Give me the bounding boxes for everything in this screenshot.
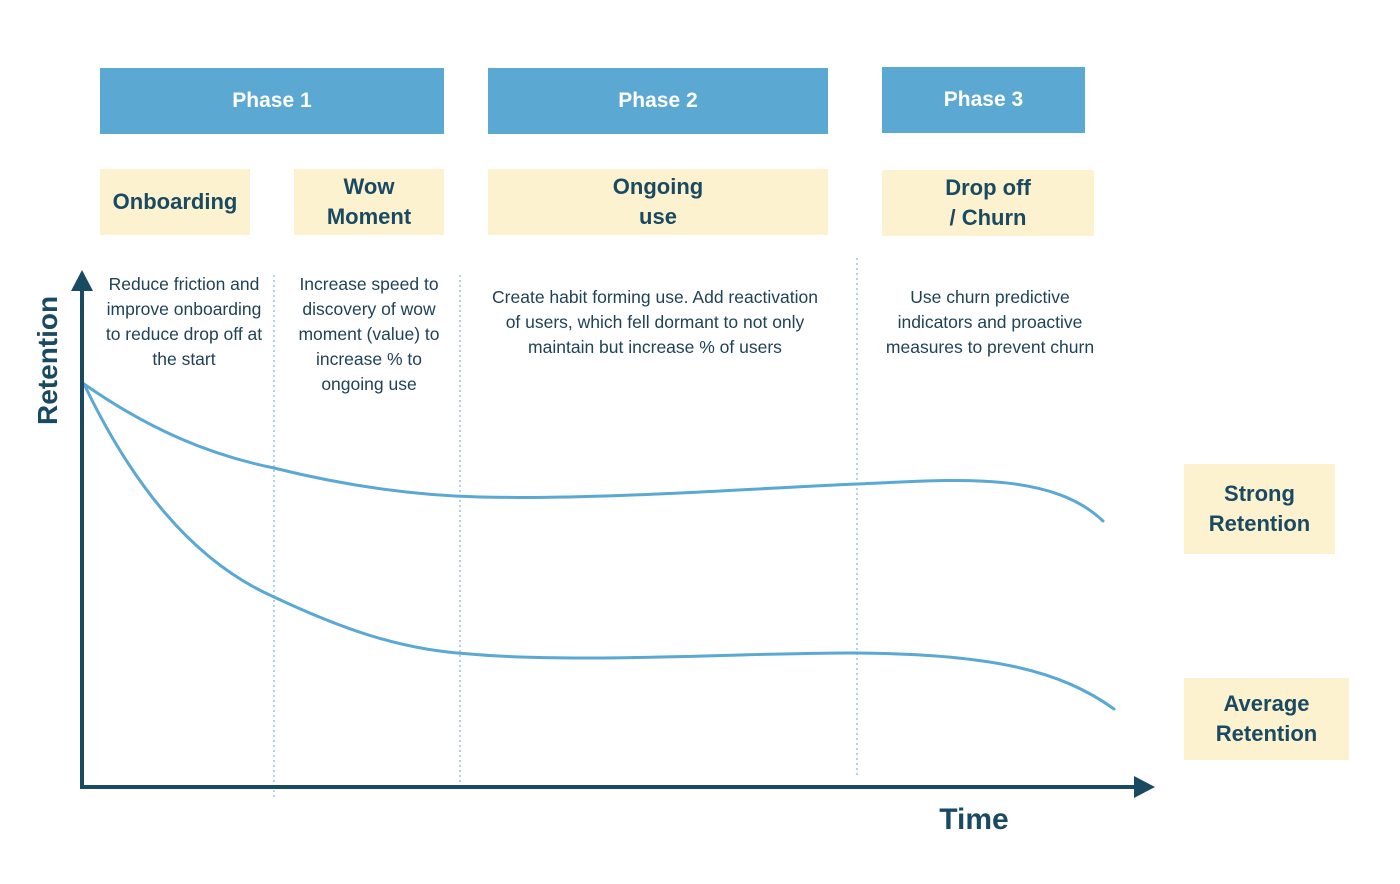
strong-retention-legend: Strong Retention xyxy=(1184,464,1335,554)
x-axis-arrow xyxy=(1134,776,1155,798)
description-drop-off-churn: Use churn predictive indicators and proa… xyxy=(885,285,1095,360)
strong-retention-curve xyxy=(82,382,1105,523)
y-axis-arrow xyxy=(71,270,93,291)
description-onboarding: Reduce friction and improve onboarding t… xyxy=(100,272,268,372)
stage-drop-off-churn: Drop off / Churn xyxy=(882,170,1094,236)
x-axis-label-text: Time xyxy=(939,803,1009,836)
stage-onboarding-label: Onboarding xyxy=(112,189,238,214)
average-retention-curve xyxy=(82,382,1116,711)
description-wow-moment: Increase speed to discovery of wow momen… xyxy=(285,272,453,397)
description-wow-moment-text: Increase speed to discovery of wow momen… xyxy=(298,274,440,394)
y-axis-label: Retention xyxy=(28,296,68,425)
description-drop-off-churn-text: Use churn predictive indicators and proa… xyxy=(885,287,1095,357)
average-retention-legend: Average Retention xyxy=(1184,678,1349,760)
strong-retention-legend-label: Strong Retention xyxy=(1208,481,1311,536)
stage-ongoing-use-label: Ongoing use xyxy=(612,174,704,229)
description-ongoing-use: Create habit forming use. Add reactivati… xyxy=(485,285,825,360)
description-onboarding-text: Reduce friction and improve onboarding t… xyxy=(105,274,263,369)
average-retention-legend-label: Average Retention xyxy=(1215,691,1318,746)
stage-wow-moment-label: Wow Moment xyxy=(326,174,412,229)
phase-2-header: Phase 2 xyxy=(488,68,828,134)
stage-ongoing-use: Ongoing use xyxy=(488,169,828,235)
stage-drop-off-churn-label: Drop off / Churn xyxy=(945,175,1031,230)
stage-wow-moment: Wow Moment xyxy=(294,169,444,235)
phase-1-label: Phase 1 xyxy=(232,89,312,112)
stage-onboarding: Onboarding xyxy=(100,169,250,235)
y-axis-label-text: Retention xyxy=(32,295,63,425)
phase-3-label: Phase 3 xyxy=(943,88,1024,111)
phase-2-label: Phase 2 xyxy=(618,89,698,112)
phase-3-header: Phase 3 xyxy=(882,67,1085,133)
description-ongoing-use-text: Create habit forming use. Add reactivati… xyxy=(492,287,818,357)
phase-1-header: Phase 1 xyxy=(100,68,444,134)
x-axis-label: Time xyxy=(934,800,1014,840)
